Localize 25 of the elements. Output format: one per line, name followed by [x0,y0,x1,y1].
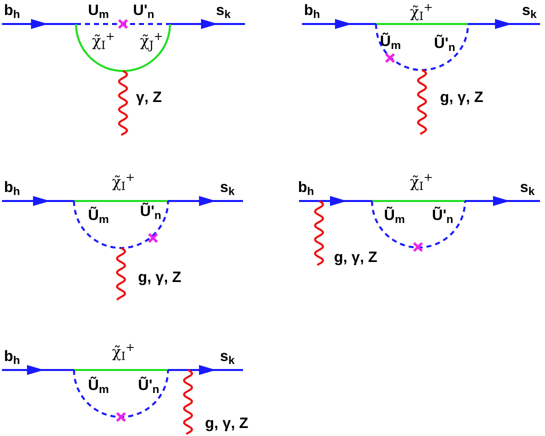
particle-label: U$_{m}$ [88,3,109,18]
particle-label: s$_{k}$ [520,180,535,195]
particle-label: s$_{k}$ [522,3,537,18]
particle-label: Ũ$_{m}$ [88,378,109,393]
particle-label: γ, Z [136,90,162,105]
particle-label: s$_{k}$ [220,349,235,364]
particle-label: Ũ'$_{n}$ [434,36,456,51]
particle-label: g, γ, Z [334,250,378,265]
particle-label: Ũ'$_{n}$ [138,378,160,393]
particle-label: b$_{h}$ [4,349,20,364]
particle-label: Ũ$_{m}$ [380,34,401,49]
particle-label: b$_{h}$ [4,3,20,18]
particle-label: b$_{h}$ [304,3,320,18]
particle-label: s$_{k}$ [216,3,231,18]
particle-label: g, γ, Z [205,416,248,431]
particle-label: Ũ$_{m}$ [384,208,405,223]
particle-label: s$_{k}$ [220,180,235,195]
particle-label: g, γ, Z [440,90,484,105]
particle-label: U'$_{n}$ [133,3,154,18]
particle-label: b$_{h}$ [4,180,20,195]
particle-label: Ũ$_{m}$ [88,208,109,223]
particle-label: Ũ'$_{n}$ [432,208,454,223]
particle-label: Ũ'$_{n}$ [140,204,162,219]
particle-label: g, γ, Z [138,270,182,285]
particle-label: b$_{h}$ [298,180,314,195]
